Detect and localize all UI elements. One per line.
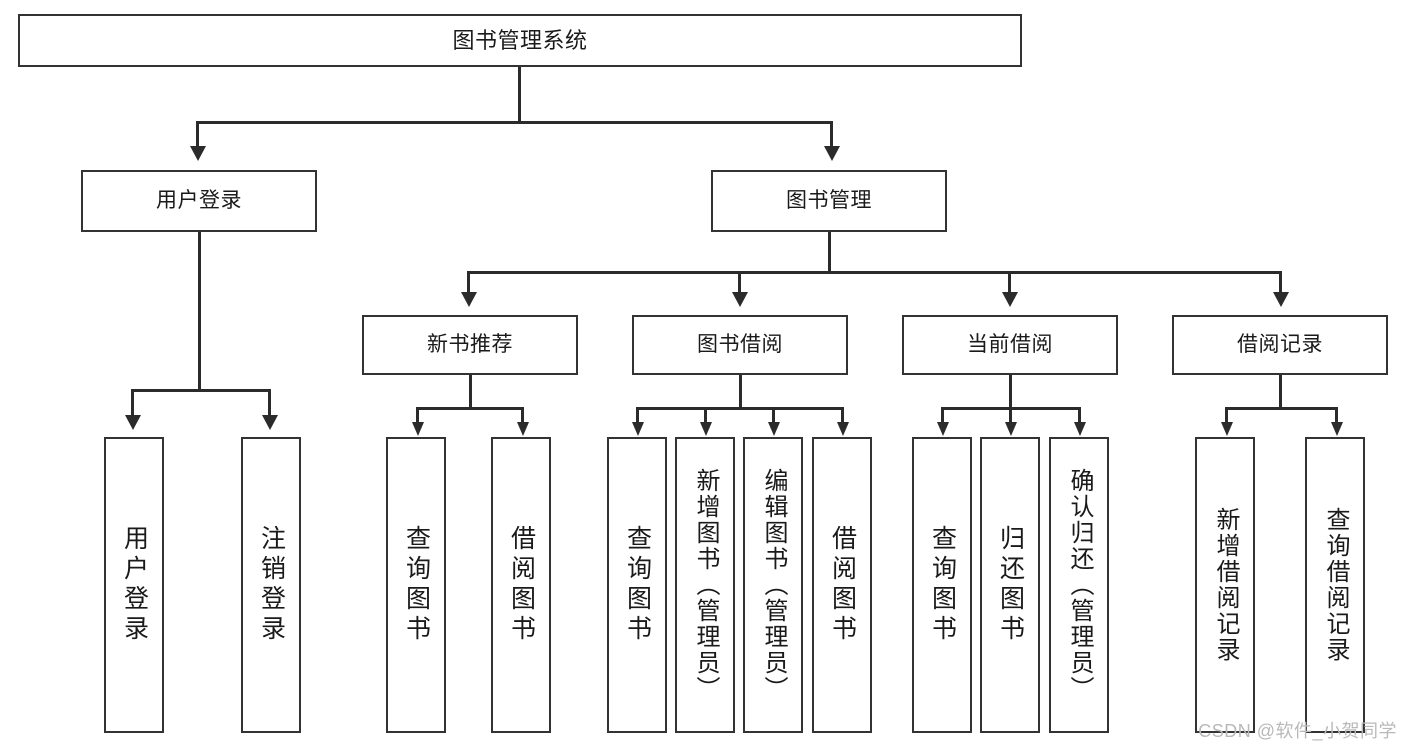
connector-new-book-stem [468, 375, 472, 409]
node-label: 借阅图书 [507, 525, 536, 645]
node-label: 查询图书 [402, 525, 431, 645]
arrow-to-book-manage [823, 146, 840, 161]
connector-user-login-stem [197, 232, 201, 391]
leaf-query-book-newbook[interactable]: 查询图书 [386, 437, 446, 733]
connector-book-borrow-leg-4 [841, 407, 844, 422]
node-label: 借阅记录 [1237, 332, 1323, 356]
connector-user-login-bus [131, 389, 270, 392]
connector-user-login-leg-2 [268, 389, 271, 415]
leaf-add-book-admin[interactable]: 新增图书（管理员） [675, 437, 735, 733]
arrow-to-current-borrow [1001, 292, 1018, 307]
node-label: 图书借阅 [697, 332, 783, 356]
arrow-to-leaf-borrow-book-2 [836, 422, 849, 436]
arrow-to-leaf-confirm-return [1073, 422, 1086, 436]
connector-book-borrow-leg-3 [772, 407, 775, 422]
connector-new-book-bus [416, 407, 524, 410]
arrow-to-user-login [189, 146, 206, 161]
node-label: 图书管理系统 [452, 27, 588, 53]
node-label: 归还图书 [996, 525, 1025, 645]
node-label: 用户登录 [156, 188, 242, 212]
connector-level3-leg-1 [467, 271, 470, 292]
arrow-to-leaf-user-login [124, 415, 141, 430]
connector-current-borrow-leg-3 [1078, 407, 1081, 422]
arrow-to-leaf-query-book-2 [631, 422, 644, 436]
connector-level3-leg-3 [1008, 271, 1011, 292]
arrow-to-leaf-borrow-book-1 [516, 422, 529, 436]
node-book-manage[interactable]: 图书管理 [711, 170, 947, 232]
arrow-to-leaf-query-book-3 [936, 422, 949, 436]
connector-level3-leg-4 [1279, 271, 1282, 292]
node-label: 注销登录 [257, 525, 286, 645]
connector-level3-leg-2 [738, 271, 741, 292]
connector-borrow-record-bus [1225, 407, 1338, 410]
arrow-to-leaf-logout [261, 415, 278, 430]
connector-borrow-record-leg-2 [1335, 407, 1338, 422]
leaf-edit-book-admin[interactable]: 编辑图书（管理员） [743, 437, 803, 733]
connector-borrow-record-stem [1278, 375, 1282, 409]
node-user-login[interactable]: 用户登录 [81, 170, 317, 232]
arrow-to-borrow-record [1272, 292, 1289, 307]
connector-current-borrow-leg-1 [941, 407, 944, 422]
connector-borrow-record-leg-1 [1225, 407, 1228, 422]
arrow-to-leaf-query-book-1 [411, 422, 424, 436]
connector-book-borrow-stem [738, 375, 742, 409]
leaf-query-book-current[interactable]: 查询图书 [912, 437, 972, 733]
connector-root-stem-vertical [518, 67, 521, 123]
node-label: 当前借阅 [967, 332, 1053, 356]
connector-current-borrow-leg-2 [1009, 407, 1012, 422]
arrow-to-leaf-add-book [699, 422, 712, 436]
node-label: 用户登录 [120, 525, 149, 645]
leaf-query-book-borrow[interactable]: 查询图书 [607, 437, 667, 733]
csdn-watermark: CSDN @软件_小贺同学 [1198, 721, 1397, 741]
node-book-borrow[interactable]: 图书借阅 [632, 315, 848, 375]
connector-book-manage-stem [827, 232, 831, 273]
connector-root-leg-left [196, 121, 199, 146]
arrow-to-new-book [460, 292, 477, 307]
connector-root-leg-right [830, 121, 833, 146]
leaf-add-borrow-record[interactable]: 新增借阅记录 [1195, 437, 1255, 733]
node-label: 图书管理 [786, 188, 872, 212]
connector-book-borrow-leg-2 [704, 407, 707, 422]
connector-root-bus [196, 121, 833, 124]
node-label: 新书推荐 [427, 332, 513, 356]
node-label: 新增借阅记录 [1212, 507, 1239, 663]
connector-user-login-leg-1 [131, 389, 134, 415]
arrow-to-leaf-query-record [1330, 422, 1343, 436]
node-label: 确认归还（管理员） [1066, 468, 1093, 702]
node-label: 新增图书（管理员） [692, 468, 719, 702]
connector-new-book-leg-1 [416, 407, 419, 422]
node-label: 查询借阅记录 [1322, 507, 1349, 663]
node-new-book-recommend[interactable]: 新书推荐 [362, 315, 578, 375]
node-label: 借阅图书 [828, 525, 857, 645]
arrow-to-leaf-edit-book [767, 422, 780, 436]
leaf-return-book[interactable]: 归还图书 [980, 437, 1040, 733]
connector-new-book-leg-2 [521, 407, 524, 422]
connector-current-borrow-stem [1008, 375, 1012, 409]
arrow-to-book-borrow [731, 292, 748, 307]
node-root-system[interactable]: 图书管理系统 [18, 14, 1022, 67]
arrow-to-leaf-add-record [1220, 422, 1233, 436]
node-label: 查询图书 [928, 525, 957, 645]
connector-book-borrow-bus [636, 407, 844, 410]
leaf-borrow-book-newbook[interactable]: 借阅图书 [491, 437, 551, 733]
node-borrow-record[interactable]: 借阅记录 [1172, 315, 1388, 375]
leaf-logout[interactable]: 注销登录 [241, 437, 301, 733]
connector-level3-bus [467, 271, 1282, 274]
leaf-user-login[interactable]: 用户登录 [104, 437, 164, 733]
node-current-borrow[interactable]: 当前借阅 [902, 315, 1118, 375]
leaf-query-borrow-record[interactable]: 查询借阅记录 [1305, 437, 1365, 733]
connector-book-borrow-leg-1 [636, 407, 639, 422]
leaf-confirm-return-admin[interactable]: 确认归还（管理员） [1049, 437, 1109, 733]
node-label: 编辑图书（管理员） [760, 468, 787, 702]
arrow-to-leaf-return-book [1004, 422, 1017, 436]
node-label: 查询图书 [623, 525, 652, 645]
leaf-borrow-book[interactable]: 借阅图书 [812, 437, 872, 733]
